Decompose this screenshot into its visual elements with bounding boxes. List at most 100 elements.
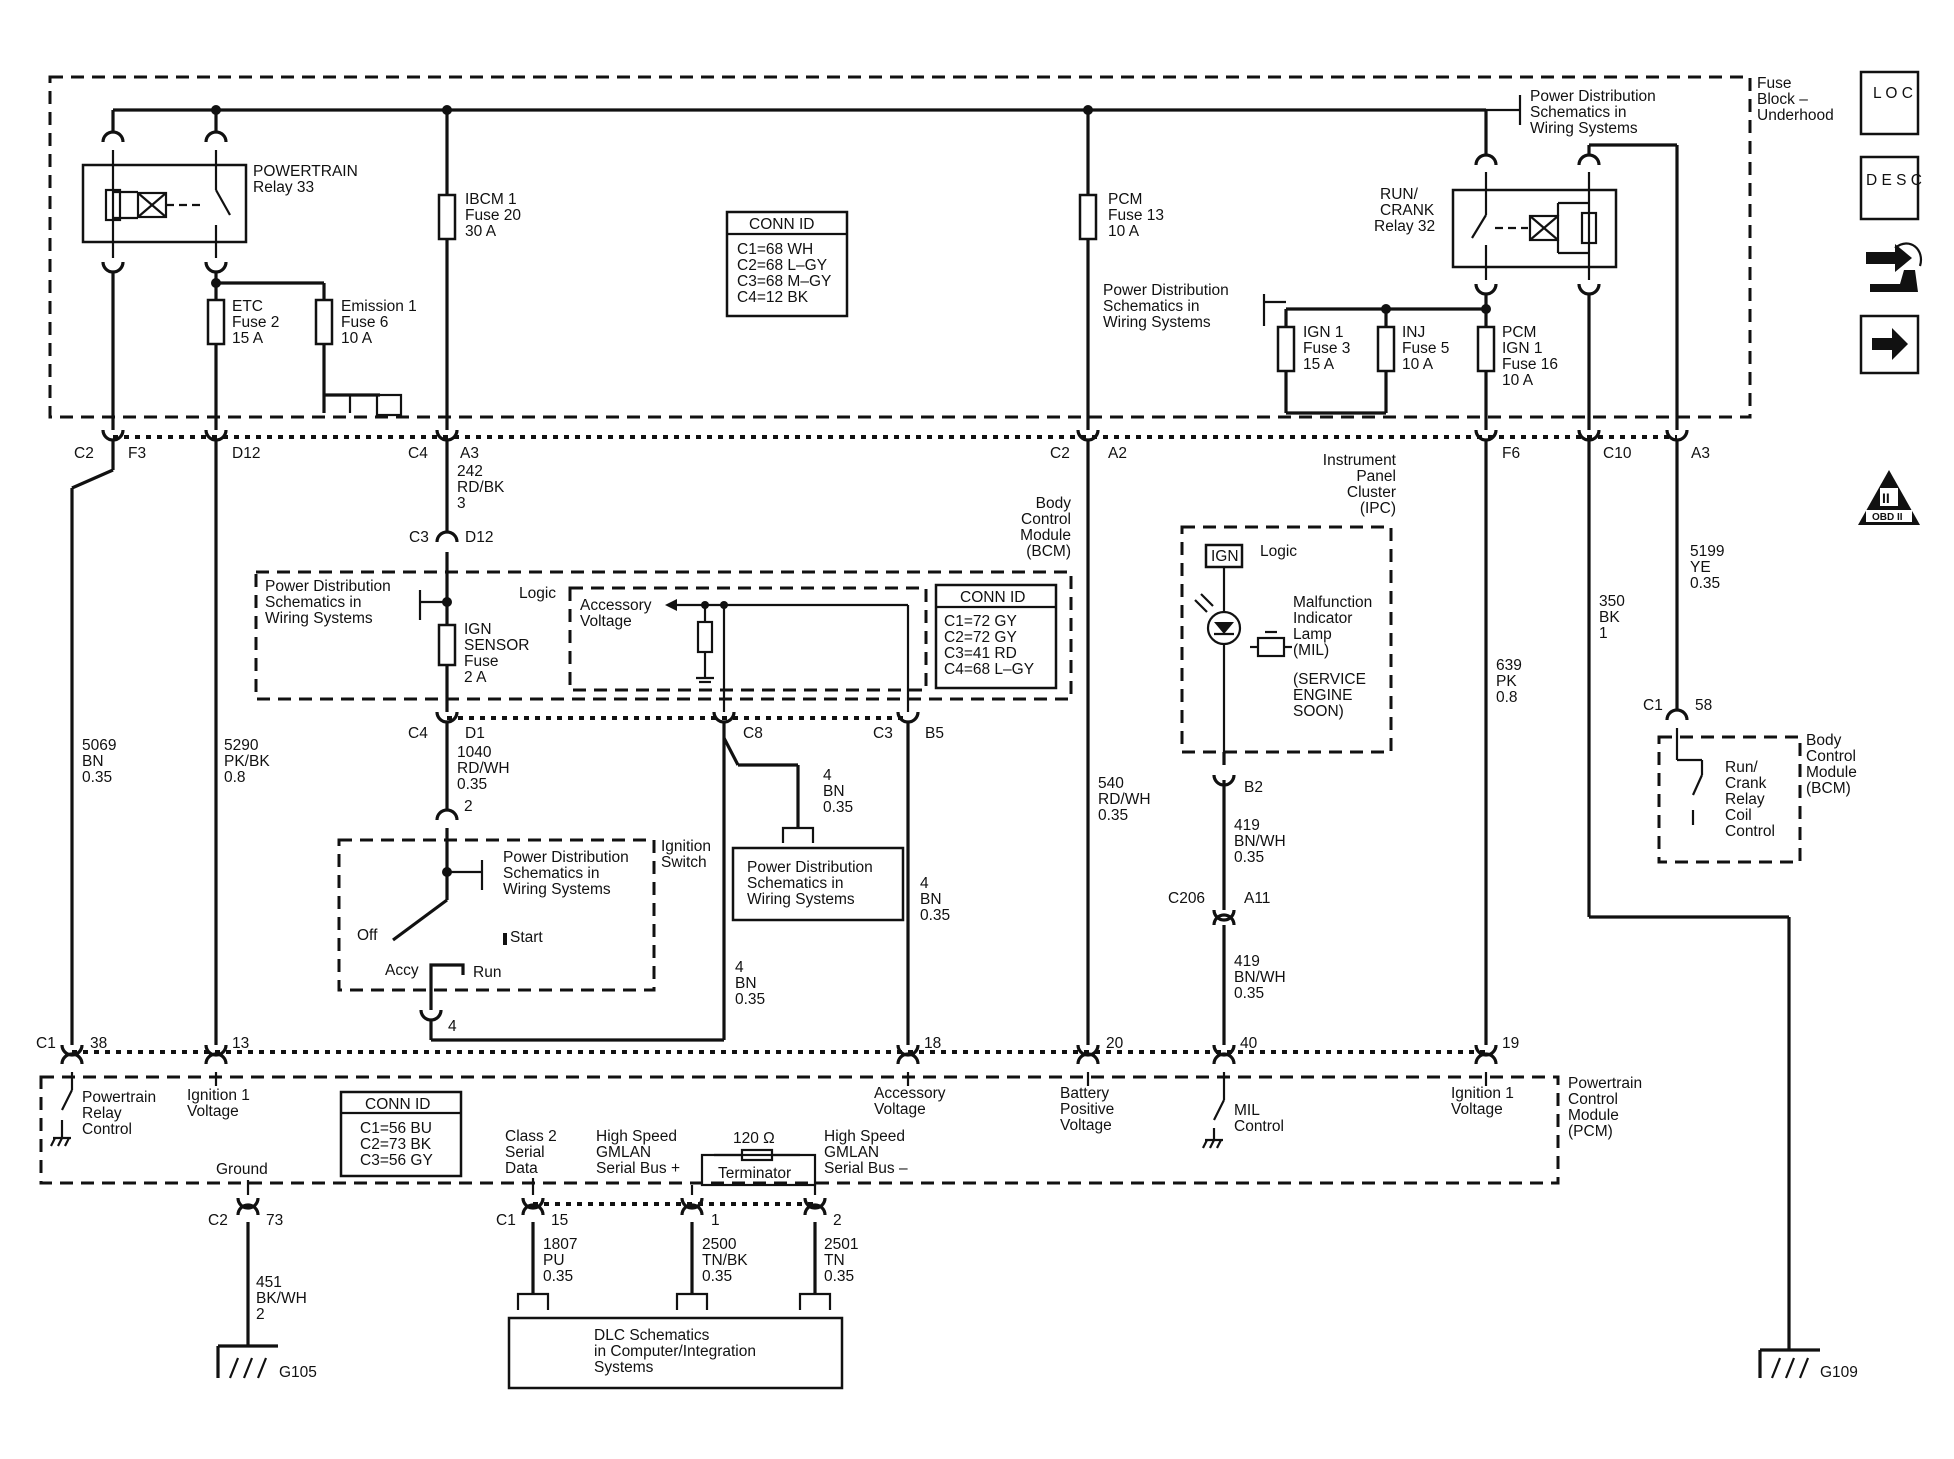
svg-text:Schematics in: Schematics in	[265, 594, 361, 611]
svg-text:Start: Start	[510, 929, 543, 946]
powertrain-relay: POWERTRAIN Relay 33	[81, 110, 358, 274]
svg-text:0.35: 0.35	[1234, 849, 1264, 866]
next-arrow-button[interactable]	[1859, 314, 1920, 375]
svg-text:15 A: 15 A	[232, 330, 264, 347]
svg-text:1: 1	[711, 1212, 720, 1229]
svg-text:B5: B5	[925, 725, 944, 742]
svg-text:C2=73 BK: C2=73 BK	[360, 1136, 432, 1153]
svg-text:0.35: 0.35	[824, 1268, 854, 1285]
desc-button[interactable]: D E S C	[1859, 155, 1922, 221]
svg-text:RD/BK: RD/BK	[457, 479, 505, 496]
ipc-outline	[1180, 525, 1393, 754]
svg-text:Block –: Block –	[1757, 91, 1808, 108]
loc-button[interactable]: L O C	[1859, 70, 1920, 136]
svg-text:A11: A11	[1244, 890, 1270, 907]
svg-text:RUN/: RUN/	[1380, 186, 1419, 203]
pcm-func-hs-minus: High Speed GMLAN Serial Bus –	[824, 1128, 908, 1177]
svg-text:C1: C1	[36, 1035, 56, 1052]
svg-text:C8: C8	[743, 725, 763, 742]
svg-text:G105: G105	[279, 1364, 317, 1381]
svg-text:Fuse 13: Fuse 13	[1108, 207, 1164, 224]
svg-text:4: 4	[735, 959, 744, 976]
wire-350: 350 BK 1	[1599, 593, 1625, 642]
conn-id-pcm: CONN ID C1=56 BU C2=73 BK C3=56 GY	[339, 1090, 463, 1178]
svg-text:639: 639	[1496, 657, 1522, 674]
mil-label: Malfunction Indicator Lamp (MIL)	[1293, 594, 1372, 659]
svg-text:2501: 2501	[824, 1236, 858, 1253]
svg-text:Run/: Run/	[1725, 759, 1758, 776]
svg-text:Ignition 1: Ignition 1	[187, 1087, 250, 1104]
svg-text:Fuse 16: Fuse 16	[1502, 356, 1558, 373]
svg-text:Body: Body	[1806, 732, 1842, 749]
svg-text:1: 1	[1599, 625, 1608, 642]
svg-text:19: 19	[1502, 1035, 1519, 1052]
svg-text:CONN ID: CONN ID	[960, 589, 1025, 606]
svg-text:Module: Module	[1020, 527, 1071, 544]
pcm-ign1-fuse-16: PCM IGN 1 Fuse 16 10 A	[1476, 324, 1558, 389]
svg-text:0.35: 0.35	[82, 769, 112, 786]
svg-text:Powertrain: Powertrain	[1568, 1075, 1642, 1092]
conn-id-bcm: CONN ID C1=72 GY C2=72 GY C3=41 RD C4=68…	[934, 583, 1058, 690]
obd2-icon: II OBD II	[1858, 470, 1920, 525]
svg-text:SENSOR: SENSOR	[464, 637, 529, 654]
svg-text:(IPC): (IPC)	[1360, 500, 1396, 517]
bcm2-title: Body Control Module (BCM)	[1806, 732, 1857, 797]
svg-text:C2=72 GY: C2=72 GY	[944, 629, 1017, 646]
svg-text:OBD II: OBD II	[1872, 512, 1903, 523]
svg-text:C3=41 RD: C3=41 RD	[944, 645, 1017, 662]
wire-419-b: 419 BN/WH 0.35	[1234, 953, 1286, 1002]
svg-text:Serial: Serial	[505, 1144, 545, 1161]
svg-text:Voltage: Voltage	[874, 1101, 926, 1118]
svg-text:Power Distribution: Power Distribution	[265, 578, 391, 595]
svg-text:IGN: IGN	[464, 621, 492, 638]
svg-text:C4: C4	[408, 445, 428, 462]
svg-text:A3: A3	[460, 445, 479, 462]
svg-text:IGN 1: IGN 1	[1502, 340, 1542, 357]
svg-text:L O C: L O C	[1873, 85, 1913, 102]
svg-text:C4: C4	[408, 725, 428, 742]
pcm-func-relay: Powertrain Relay Control	[82, 1089, 156, 1138]
svg-text:Module: Module	[1568, 1107, 1619, 1124]
svg-text:0.8: 0.8	[1496, 689, 1518, 706]
wire-5199: 5199 YE 0.35	[1690, 543, 1724, 592]
ground-g105: G105	[216, 1344, 317, 1381]
svg-text:1040: 1040	[457, 744, 492, 761]
svg-text:MIL: MIL	[1234, 1102, 1260, 1119]
svg-text:C3=68 M–GY: C3=68 M–GY	[737, 273, 831, 290]
connector-end-view-icon[interactable]	[1866, 242, 1923, 292]
svg-text:TN/BK: TN/BK	[702, 1252, 748, 1269]
svg-text:2: 2	[464, 798, 473, 815]
svg-text:Accessory: Accessory	[580, 597, 652, 614]
ignition-switch-outline	[337, 838, 656, 992]
svg-text:BK: BK	[1599, 609, 1620, 626]
svg-text:0.35: 0.35	[702, 1268, 732, 1285]
svg-text:A2: A2	[1108, 445, 1127, 462]
power-dist-ref-ign: Power Distribution Schematics in Wiring …	[1103, 282, 1229, 331]
svg-text:0.35: 0.35	[1234, 985, 1264, 1002]
bcm2-func-label: Run/ Crank Relay Coil Control	[1725, 759, 1775, 840]
pcm-func-class2: Class 2 Serial Data	[505, 1128, 557, 1177]
pcm-func-ign1b: Ignition 1 Voltage	[1451, 1085, 1514, 1118]
svg-text:Panel: Panel	[1356, 468, 1396, 485]
svg-text:Underhood: Underhood	[1757, 107, 1834, 124]
svg-text:RD/WH: RD/WH	[1098, 791, 1151, 808]
svg-text:Relay 33: Relay 33	[253, 179, 314, 196]
svg-text:Switch: Switch	[661, 854, 707, 871]
ground-g109: G109	[1758, 1348, 1858, 1381]
svg-text:GMLAN: GMLAN	[824, 1144, 879, 1161]
svg-text:Fuse 2: Fuse 2	[232, 314, 279, 331]
svg-text:BN: BN	[82, 753, 104, 770]
svg-text:1807: 1807	[543, 1236, 577, 1253]
svg-text:Battery: Battery	[1060, 1085, 1109, 1102]
svg-text:CONN ID: CONN ID	[365, 1096, 430, 1113]
svg-text:Wiring Systems: Wiring Systems	[265, 610, 373, 627]
svg-text:58: 58	[1695, 697, 1712, 714]
svg-text:Schematics in: Schematics in	[1103, 298, 1199, 315]
fuse-block-title: Fuse Block – Underhood	[1757, 75, 1834, 124]
svg-text:Wiring Systems: Wiring Systems	[1103, 314, 1211, 331]
svg-text:in Computer/Integration: in Computer/Integration	[594, 1343, 756, 1360]
wire-451: 451 BK/WH 2	[256, 1274, 307, 1323]
c206-connector: C206 A11	[1168, 890, 1270, 926]
